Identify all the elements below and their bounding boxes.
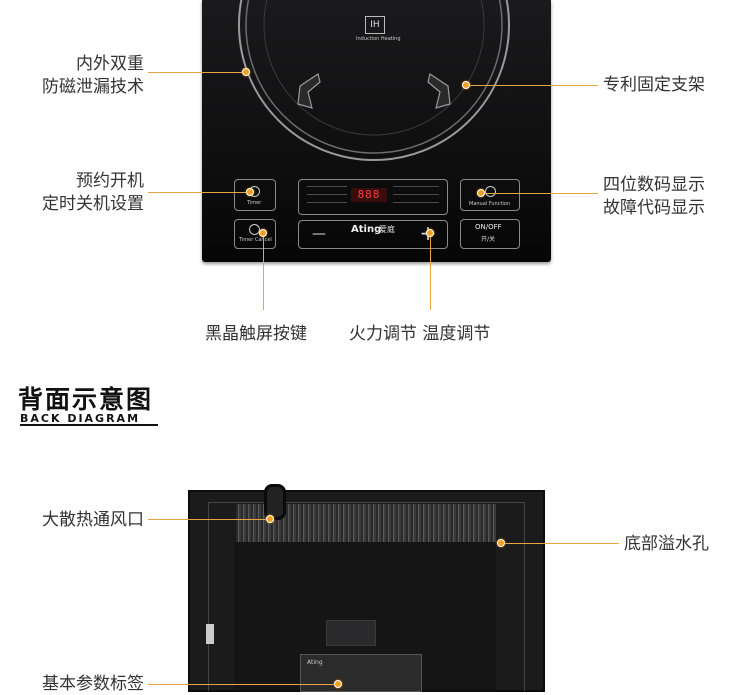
ih-logo: IH [365, 16, 385, 34]
center-label-area [326, 620, 376, 646]
label-bracket: 专利固定支架 [603, 75, 705, 95]
callout-dot [497, 539, 505, 547]
on-off-label-cn: 开/关 [481, 236, 496, 243]
nameplate: Ating [300, 654, 422, 692]
callout-dot [259, 229, 267, 237]
nameplate-brand: Ating [307, 659, 323, 666]
label-display-1: 四位数码显示 [603, 175, 705, 195]
leader-overflow [502, 543, 619, 544]
callout-dot [477, 189, 485, 197]
function-icon [485, 186, 496, 197]
cooktop-back: Ating [188, 484, 545, 692]
leader-reserve [148, 192, 248, 193]
minus-button[interactable]: — [312, 226, 326, 242]
label-overflow: 底部溢水孔 [624, 534, 709, 554]
on-off-label: ON/OFF [475, 223, 502, 231]
back-diagram-subtitle: BACK DIAGRAM [20, 412, 141, 425]
label-nameplate: 基本参数标签 [42, 674, 144, 694]
leader-power-temp [430, 234, 431, 310]
label-display-2: 故障代码显示 [603, 198, 705, 218]
mode-dots-right [393, 186, 439, 210]
leader-touch [263, 234, 264, 310]
label-power-temp: 火力调节 温度调节 [349, 324, 491, 344]
label-touch: 黑晶触屏按键 [205, 324, 307, 344]
timer-cancel-label: Timer Cancel [239, 237, 272, 243]
timer-button-label: Timer [247, 200, 262, 206]
leader-display [482, 193, 598, 194]
label-double-ring-2: 防磁泄漏技术 [42, 77, 144, 97]
leader-double-ring [148, 72, 244, 73]
label-reserve-1: 预约开机 [76, 171, 144, 191]
callout-dot [242, 68, 250, 76]
brand-logo: Ating [351, 224, 382, 235]
label-reserve-2: 定时关机设置 [42, 194, 144, 214]
cooktop-front: IH Induction Heating [202, 0, 551, 262]
leader-vent [148, 519, 268, 520]
mode-dots-left [307, 186, 347, 210]
callout-dot [334, 680, 342, 688]
label-vent: 大散热通风口 [42, 510, 144, 530]
callout-dot [246, 188, 254, 196]
manual-function-button[interactable]: Manual Function [460, 179, 520, 211]
callout-dot [426, 229, 434, 237]
manual-function-label: Manual Function [469, 201, 511, 207]
brand-logo-cn: 爱庭 [379, 225, 395, 234]
cooktop-front-graphic [238, 0, 510, 161]
on-off-button[interactable]: ON/OFF 开/关 [460, 219, 520, 249]
mode-panel: 888 [298, 179, 448, 215]
digital-display: 888 [351, 188, 387, 202]
ih-caption: Induction Heating [356, 36, 401, 42]
timer-cancel-button[interactable]: Timer Cancel [234, 219, 276, 249]
control-panel: Timer Timer Cancel 888 — Ating 爱庭 + Manu… [202, 170, 551, 262]
leader-nameplate [148, 684, 336, 685]
callout-dot [266, 515, 274, 523]
adjust-bar: — Ating 爱庭 + [298, 220, 448, 249]
inner-frame [208, 502, 525, 691]
callout-dot [462, 81, 470, 89]
back-diagram-title: 背面示意图 [18, 385, 154, 414]
left-mark [206, 624, 214, 644]
title-underline [20, 424, 158, 426]
power-cord [264, 484, 286, 520]
timer-button[interactable]: Timer [234, 179, 276, 211]
leader-bracket [468, 85, 598, 86]
label-double-ring-1: 内外双重 [76, 54, 144, 74]
